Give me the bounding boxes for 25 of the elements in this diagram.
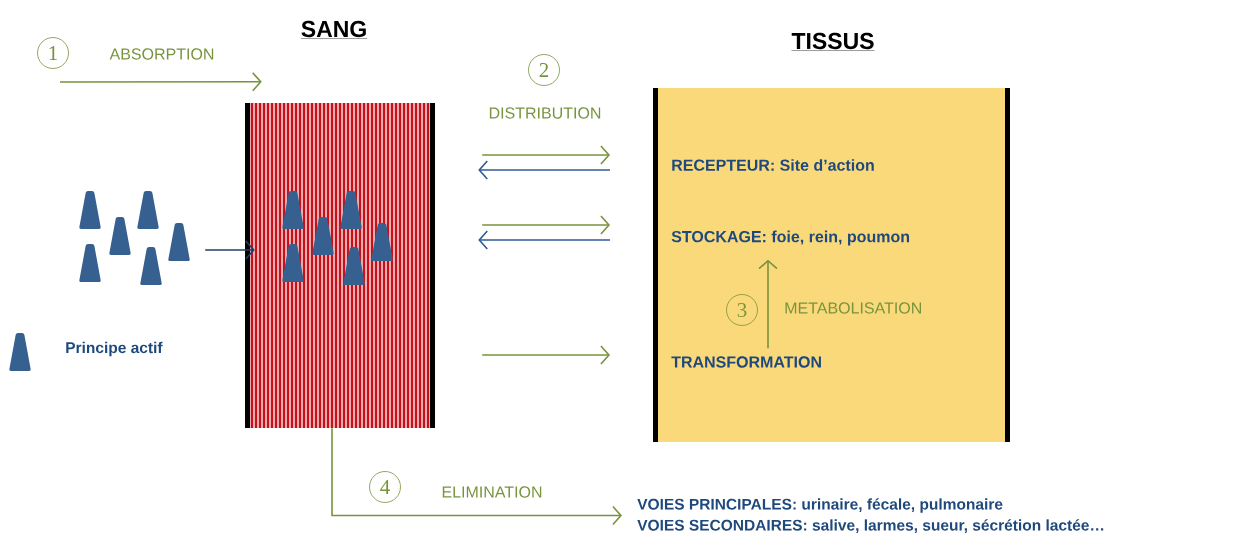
- section-label: DISTRIBUTION: [489, 107, 601, 119]
- edge-label: ELIMINATION: [442, 486, 542, 498]
- arrow: [481, 215, 610, 235]
- legend-item: Principe actif: [9, 333, 163, 371]
- arrow: [204, 240, 255, 260]
- column-heading: TISSUS: [791, 32, 875, 51]
- edge-label: ABSORPTION: [109, 48, 214, 60]
- arrow: [481, 345, 610, 365]
- step-number: 4: [369, 471, 401, 503]
- step-number: 1: [37, 37, 69, 69]
- tissue-text: STOCKAGE: foie, rein, poumon: [671, 230, 910, 246]
- arrow: [481, 145, 610, 165]
- tissue-text: TRANSFORMATION: [671, 356, 821, 368]
- edge-label: METABOLISATION: [785, 302, 921, 314]
- column-heading: SANG: [300, 20, 368, 39]
- tissue-text: RECEPTEUR: Site d’action: [672, 159, 874, 171]
- arrow: [59, 72, 262, 92]
- step-number: 3: [726, 294, 758, 326]
- arrow: [478, 160, 611, 180]
- arrow: [331, 427, 622, 526]
- route-text: VOIES PRINCIPALES: urinaire, fécale, pulmonaire VOIES SECONDAIRES: salive, larmes, sueur, sécrétion lactée…: [637, 498, 1104, 533]
- arrow: [478, 230, 611, 250]
- drug-particles-drawing: [79, 191, 190, 285]
- step-number: 2: [528, 54, 560, 86]
- arrow: [758, 259, 778, 349]
